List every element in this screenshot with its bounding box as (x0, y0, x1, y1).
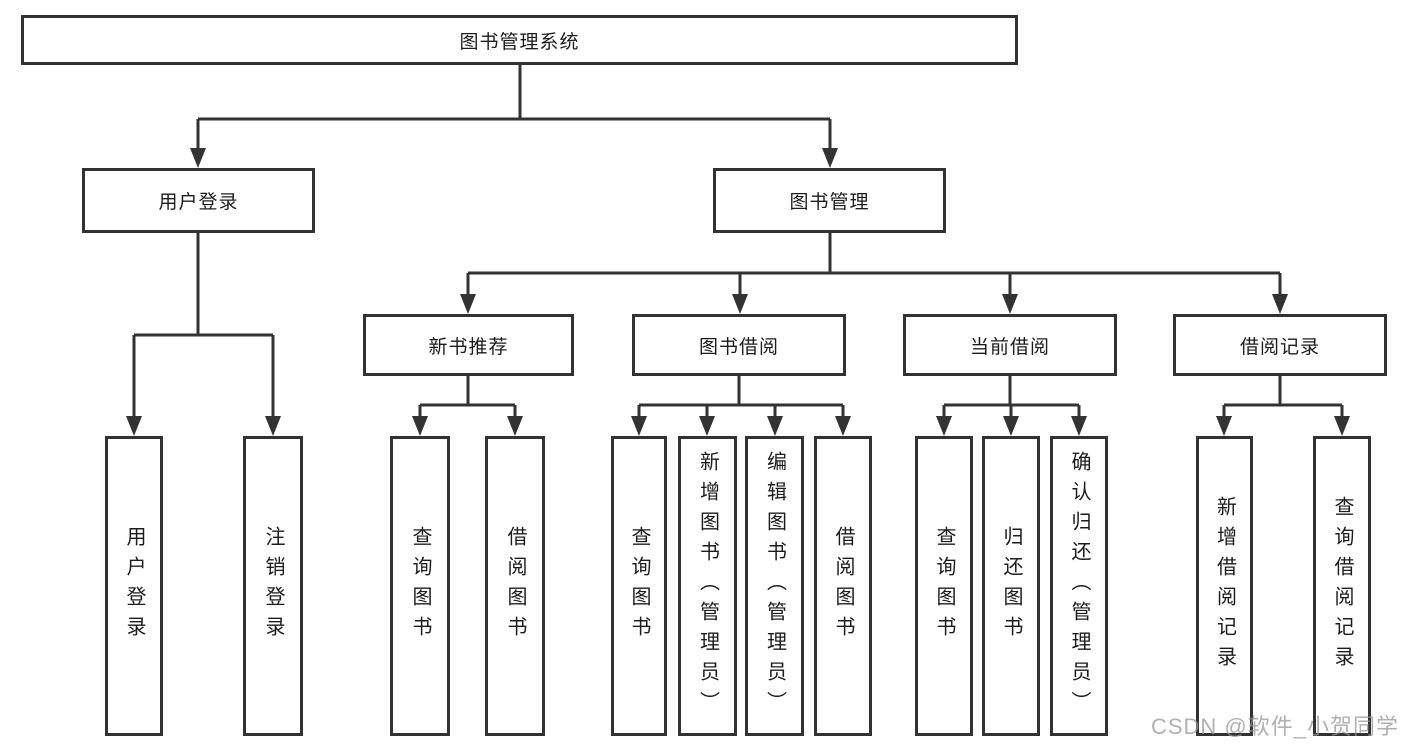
node-label: 图书管理 (789, 192, 870, 213)
node-current-borrowing: 当前借阅 (903, 314, 1117, 376)
leaf-user-login: 用户登录 (105, 436, 163, 736)
node-label: 借阅记录 (1239, 336, 1320, 358)
node-user-login: 用户登录 (82, 168, 315, 233)
leaf-label: 归还图书 (1000, 526, 1022, 646)
leaf-query-books: 查询图书 (611, 436, 667, 736)
node-borrow-records: 借阅记录 (1173, 314, 1387, 376)
node-book-management: 图书管理 (713, 168, 946, 233)
leaf-query-books: 查询图书 (390, 436, 450, 736)
leaf-label: 编辑图书（管理员） (763, 451, 786, 721)
leaf-label: 查询图书 (933, 526, 955, 646)
leaf-confirm-return-admin: 确认归还（管理员） (1050, 436, 1108, 736)
node-label: 图书管理系统 (459, 31, 580, 53)
leaf-label: 借阅图书 (504, 526, 526, 646)
leaf-query-books: 查询图书 (915, 436, 973, 736)
leaf-label: 查询图书 (628, 526, 650, 646)
leaf-add-books-admin: 新增图书（管理员） (678, 436, 737, 736)
node-library-management-system: 图书管理系统 (21, 15, 1018, 65)
leaf-borrow-books: 借阅图书 (814, 436, 872, 736)
leaf-label: 确认归还（管理员） (1068, 451, 1090, 721)
node-label: 当前借阅 (969, 336, 1050, 358)
connector-paths (132, 65, 1344, 418)
leaf-label: 查询借阅记录 (1331, 496, 1353, 676)
node-label: 新书推荐 (428, 336, 509, 358)
leaf-label: 注销登录 (262, 526, 284, 646)
node-label: 用户登录 (158, 192, 239, 213)
leaf-label: 新增借阅记录 (1213, 496, 1236, 676)
leaf-query-borrow-record: 查询借阅记录 (1313, 436, 1371, 736)
leaf-label: 借阅图书 (832, 526, 854, 646)
leaf-logout: 注销登录 (243, 436, 303, 736)
leaf-add-borrow-record: 新增借阅记录 (1196, 436, 1253, 736)
leaf-label: 用户登录 (123, 526, 145, 646)
node-book-borrowing: 图书借阅 (632, 314, 846, 376)
node-label: 图书借阅 (698, 336, 779, 358)
leaf-label: 查询图书 (409, 526, 431, 646)
leaf-label: 新增图书（管理员） (696, 451, 719, 721)
node-new-book-recommend: 新书推荐 (363, 314, 574, 376)
arrowheads (126, 148, 1350, 436)
csdn-watermark: CSDN @软件_小贺同学 (1150, 714, 1399, 739)
leaf-edit-books-admin: 编辑图书（管理员） (745, 436, 804, 736)
leaf-borrow-books: 借阅图书 (485, 436, 545, 736)
leaf-return-books: 归还图书 (982, 436, 1040, 736)
